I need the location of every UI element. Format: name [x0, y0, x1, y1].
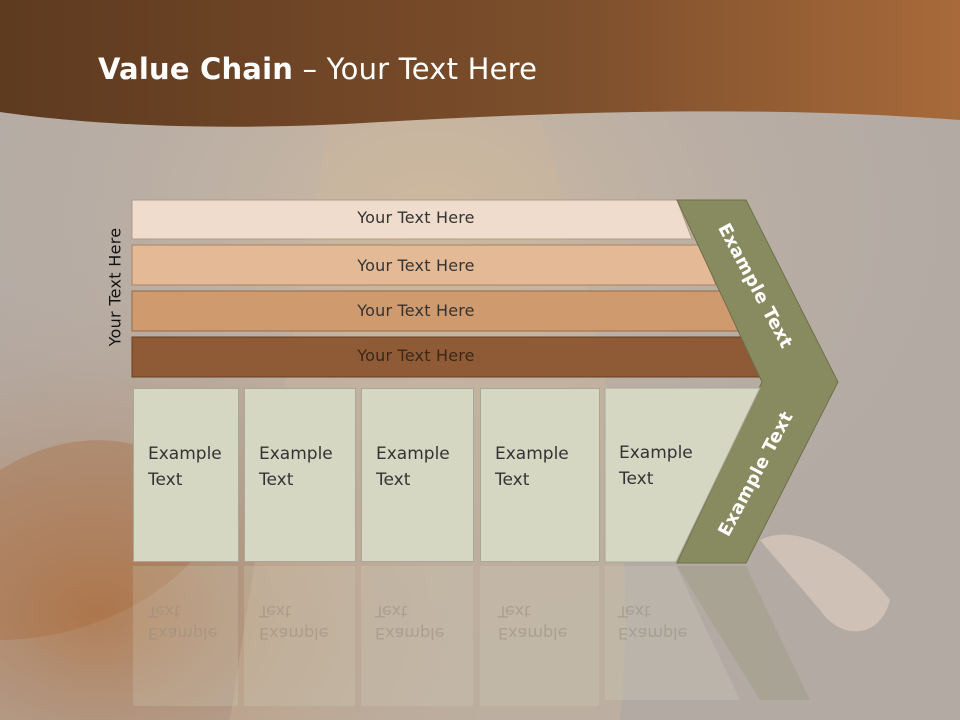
reflection-text-2: Example Text	[259, 602, 329, 643]
primary-box-2: Example Text	[244, 388, 356, 562]
primary-box-2-label: Example Text	[259, 444, 333, 490]
primary-box-3: Example Text	[361, 388, 474, 562]
support-row-2	[131, 244, 717, 286]
support-row-1-label: Your Text Here	[357, 208, 475, 227]
primary-box-3-label: Example Text	[376, 444, 450, 490]
primary-box-5-shape	[604, 387, 761, 563]
reflection-text-4: Example Text	[498, 602, 568, 643]
primary-box-4-label: Example Text	[495, 444, 569, 490]
reflection-text-3: Example Text	[375, 602, 445, 643]
reflection-text-1: Example Text	[148, 602, 218, 643]
reflection-text-5: Example Text	[618, 602, 688, 643]
primary-box-4: Example Text	[480, 388, 600, 562]
title-rest: – Your Text Here	[293, 52, 538, 86]
primary-box-1: Example Text	[133, 388, 239, 562]
support-row-2-label: Your Text Here	[357, 256, 475, 275]
chevron-arrow	[676, 199, 839, 564]
header-band	[0, 0, 960, 127]
primary-box-1-label: Example Text	[148, 444, 222, 490]
slide-title: Value Chain – Your Text Here	[98, 52, 537, 86]
reflection	[133, 566, 810, 706]
support-row-3-label: Your Text Here	[357, 301, 475, 320]
support-row-4-label: Your Text Here	[357, 346, 475, 365]
support-row-1	[131, 199, 693, 240]
title-bold: Value Chain	[98, 52, 294, 86]
primary-box-5-label: Example Text	[619, 443, 693, 489]
